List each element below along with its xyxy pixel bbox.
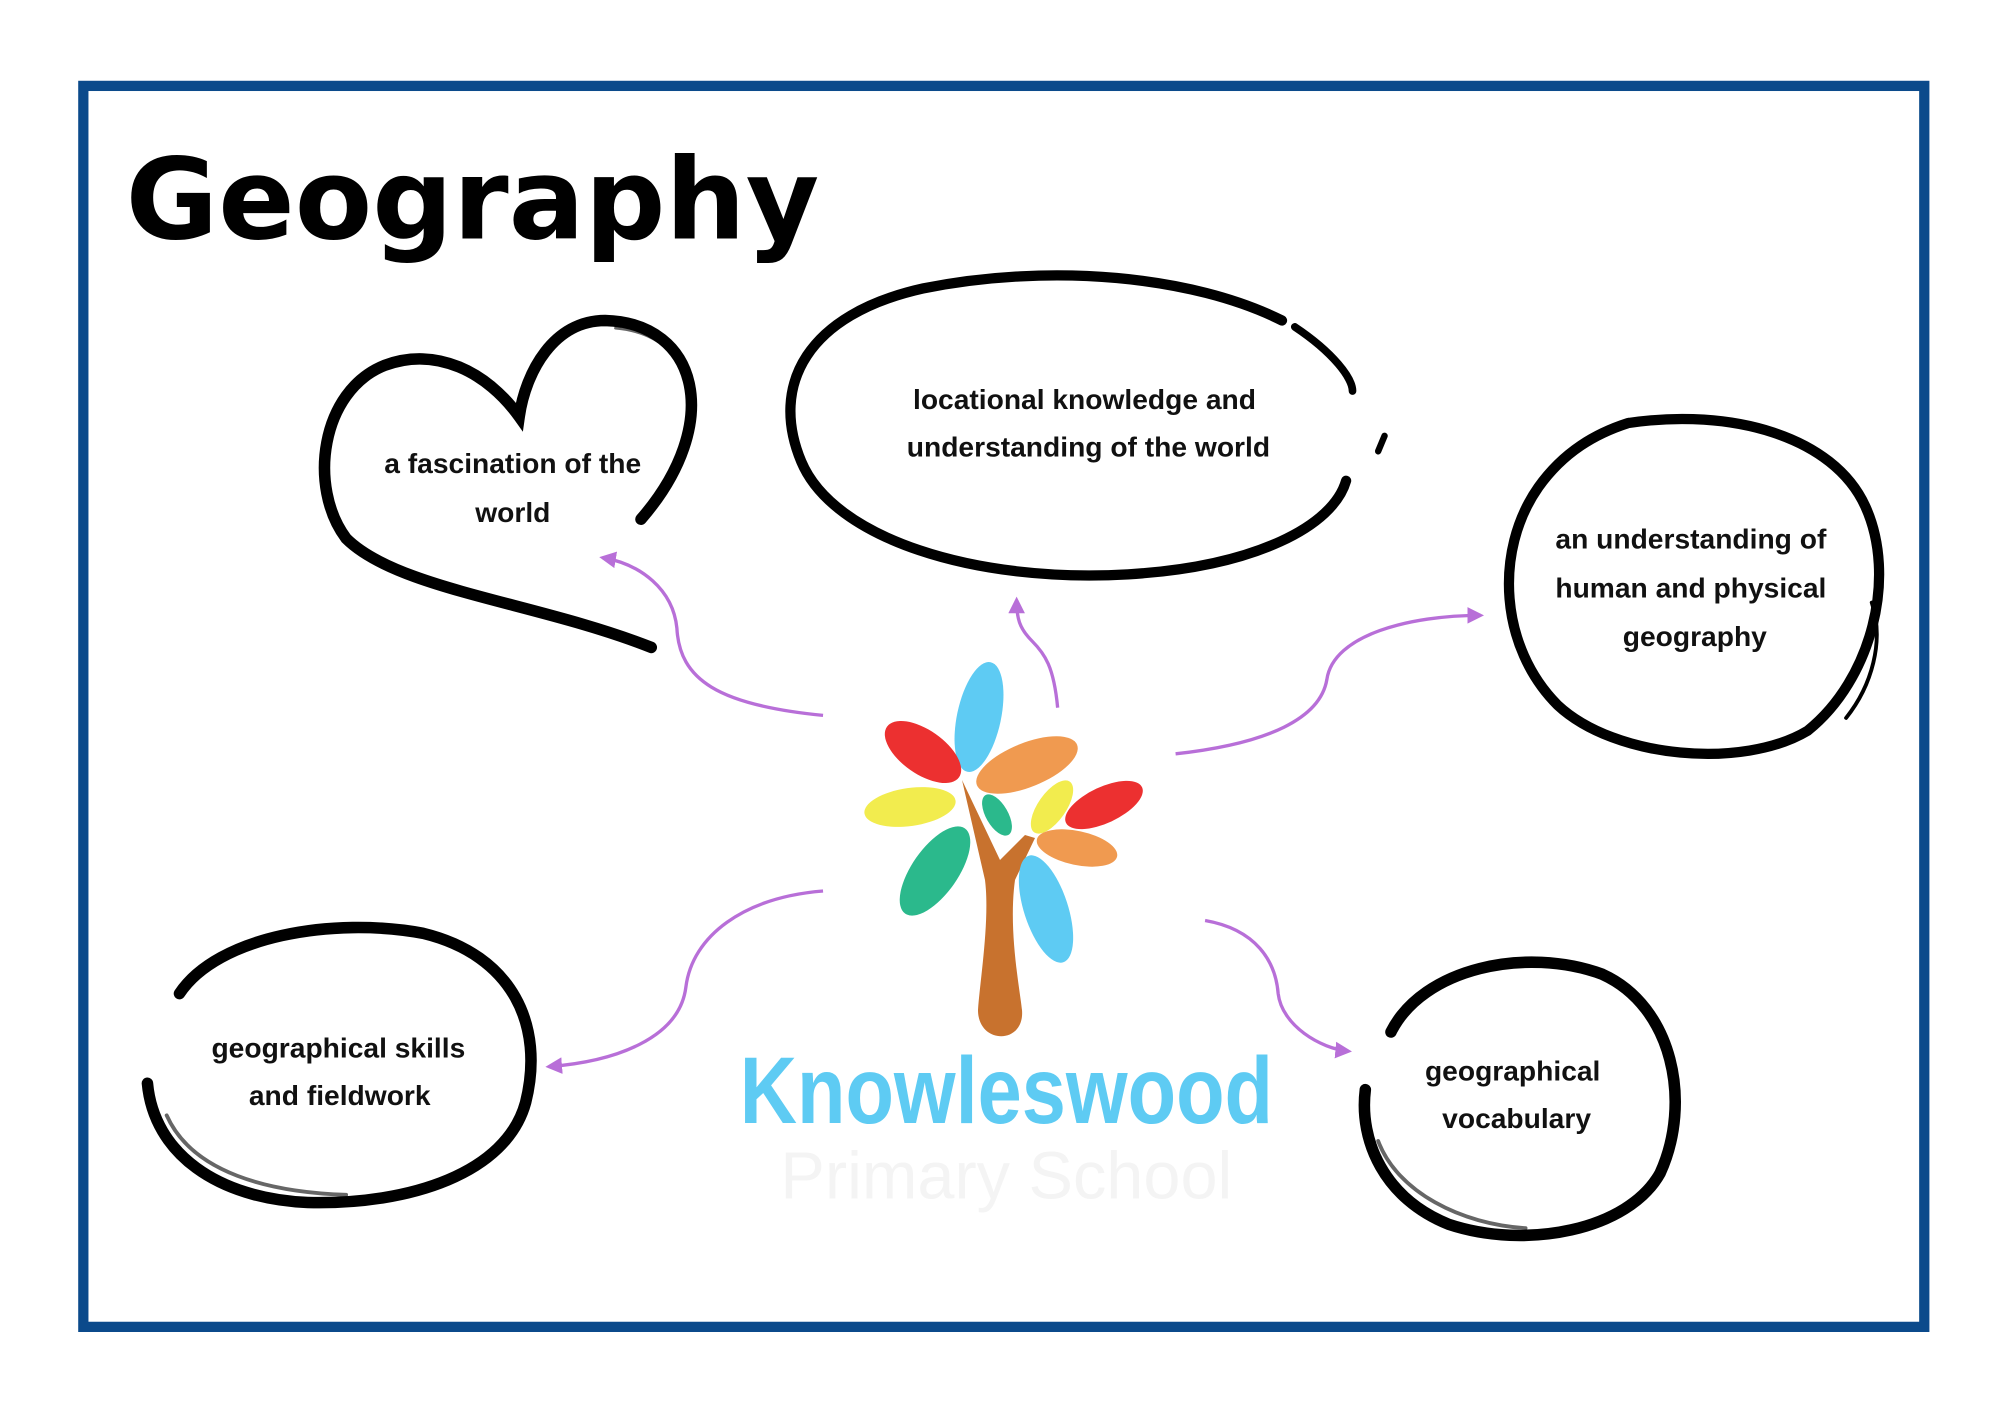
node-human-physical-label: an understanding of human and physical g…	[1555, 523, 1834, 652]
node-locational-label: locational knowledge and understanding o…	[907, 383, 1270, 462]
leaf-blue-lower	[1018, 855, 1074, 963]
arrow-to-locational	[1008, 596, 1060, 708]
tree-trunk	[962, 780, 1035, 1037]
leaf-yellow	[864, 787, 956, 827]
leaf-green-small	[982, 794, 1012, 836]
tree-logo	[864, 662, 1143, 1037]
arrow-to-skills	[545, 889, 824, 1074]
heart-brush-shape	[318, 314, 698, 654]
leaf-orange	[976, 736, 1078, 794]
arrow-to-human-physical	[1175, 607, 1485, 756]
leaf-red	[884, 720, 962, 784]
school-name: Knowleswood	[740, 1038, 1273, 1144]
leaf-red-right	[1065, 780, 1143, 830]
ellipse-brush-shape	[785, 270, 1388, 581]
arrow-to-vocabulary	[1204, 918, 1352, 1059]
leaf-blue	[954, 662, 1004, 772]
node-fascination-label: a fascination of the world	[384, 447, 649, 528]
leaf-orange-right	[1036, 829, 1118, 867]
page-border	[78, 80, 1930, 1332]
circle-brush-shape	[1358, 956, 1681, 1242]
circle-brush-shape	[1503, 413, 1885, 759]
node-vocabulary-label: geographical vocabulary	[1425, 1055, 1608, 1134]
node-skills-label: geographical skills and fieldwork	[211, 1032, 473, 1111]
school-subtitle: Primary School	[780, 1140, 1232, 1214]
leaf-yellow-small	[1030, 780, 1074, 834]
ellipse-brush-shape	[141, 921, 537, 1209]
page-title: Geography	[126, 133, 820, 265]
leaf-green	[899, 826, 971, 916]
arrow-to-fascination	[599, 551, 824, 718]
